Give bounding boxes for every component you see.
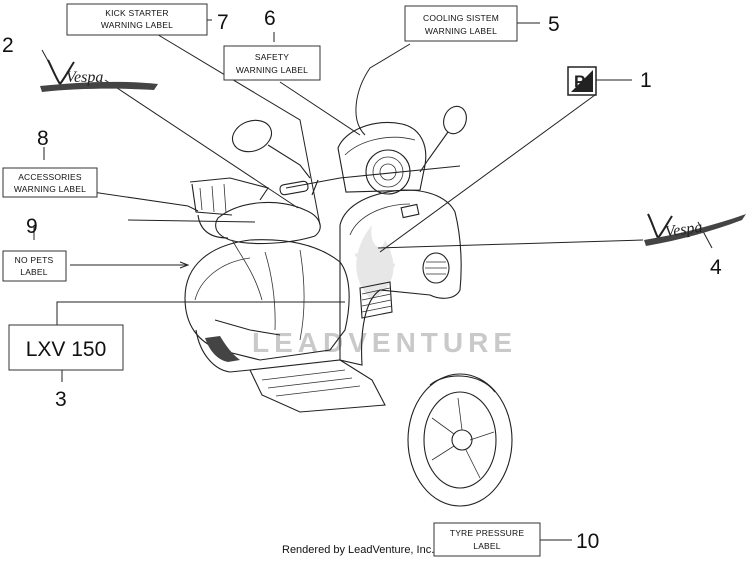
callout-8-line-1: ACCESSORIES bbox=[18, 172, 82, 182]
vespa-logo-right: Vespa bbox=[644, 213, 746, 246]
callout-2-number: 2 bbox=[2, 34, 14, 57]
watermark-text: LEADVENTURE bbox=[252, 327, 517, 358]
horn-grill bbox=[422, 252, 450, 284]
leader-lines bbox=[33, 19, 713, 541]
callout-1-number: 1 bbox=[640, 69, 652, 92]
callout-10-line-2: LABEL bbox=[473, 541, 501, 551]
callout-1: P 1 bbox=[567, 66, 652, 96]
callout-9: 9 NO PETS LABEL bbox=[2, 215, 67, 282]
callout-7-number: 7 bbox=[217, 11, 229, 34]
windshield bbox=[337, 121, 427, 193]
vespa-logo-right-text: Vespa bbox=[664, 219, 703, 241]
side-vent bbox=[359, 281, 393, 319]
right-mirror bbox=[419, 105, 467, 173]
callout-7-line-1: KICK STARTER bbox=[105, 8, 169, 18]
scooter-illustration bbox=[184, 105, 513, 507]
callout-9-line-2: LABEL bbox=[20, 267, 48, 277]
callout-5: COOLING SISTEM WARNING LABEL 5 bbox=[404, 5, 560, 42]
front-shield bbox=[339, 189, 462, 366]
front-wheel bbox=[407, 373, 513, 507]
callout-4: Vespa 4 bbox=[644, 213, 746, 279]
callout-10: TYRE PRESSURE LABEL 10 bbox=[433, 522, 599, 557]
watermark-flame-icon bbox=[355, 225, 395, 300]
callout-7: KICK STARTER WARNING LABEL 7 bbox=[66, 3, 229, 36]
seat bbox=[215, 201, 321, 301]
callout-10-number: 10 bbox=[576, 530, 599, 553]
floorboard bbox=[249, 359, 386, 413]
p-emblem-letter: P bbox=[574, 72, 585, 91]
rear-wheel bbox=[195, 319, 281, 373]
left-mirror bbox=[231, 119, 311, 179]
callout-8-number: 8 bbox=[37, 127, 49, 150]
vespa-logo-left: Vespa bbox=[40, 59, 158, 92]
callout-4-number: 4 bbox=[710, 256, 722, 279]
callout-9-number: 9 bbox=[26, 215, 38, 238]
callout-5-line-1: COOLING SISTEM bbox=[423, 13, 499, 23]
callout-3-model-text: LXV 150 bbox=[26, 338, 107, 361]
callout-3: LXV 150 3 bbox=[8, 324, 124, 411]
callout-2: 2 Vespa bbox=[2, 34, 158, 92]
callout-5-line-2: WARNING LABEL bbox=[425, 26, 497, 36]
footer-credit: Rendered by LeadVenture, Inc. bbox=[282, 544, 434, 556]
callout-7-line-2: WARNING LABEL bbox=[101, 20, 173, 30]
vespa-logo-left-text: Vespa bbox=[66, 69, 103, 86]
callout-6-line-1: SAFETY bbox=[255, 52, 289, 62]
callout-5-number: 5 bbox=[548, 13, 560, 36]
callout-8-line-2: WARNING LABEL bbox=[14, 184, 86, 194]
rear-rack bbox=[189, 177, 269, 239]
callout-3-number: 3 bbox=[55, 388, 67, 411]
handlebar bbox=[279, 165, 461, 196]
callout-8: 8 ACCESSORIES WARNING LABEL bbox=[2, 127, 98, 198]
callout-6-number: 6 bbox=[264, 7, 276, 30]
watermark: LEADVENTURE bbox=[252, 225, 517, 358]
callout-6-line-2: WARNING LABEL bbox=[236, 65, 308, 75]
callout-6: 6 SAFETY WARNING LABEL bbox=[223, 7, 321, 81]
callout-9-line-1: NO PETS bbox=[15, 255, 54, 265]
callout-10-line-1: TYRE PRESSURE bbox=[450, 528, 525, 538]
